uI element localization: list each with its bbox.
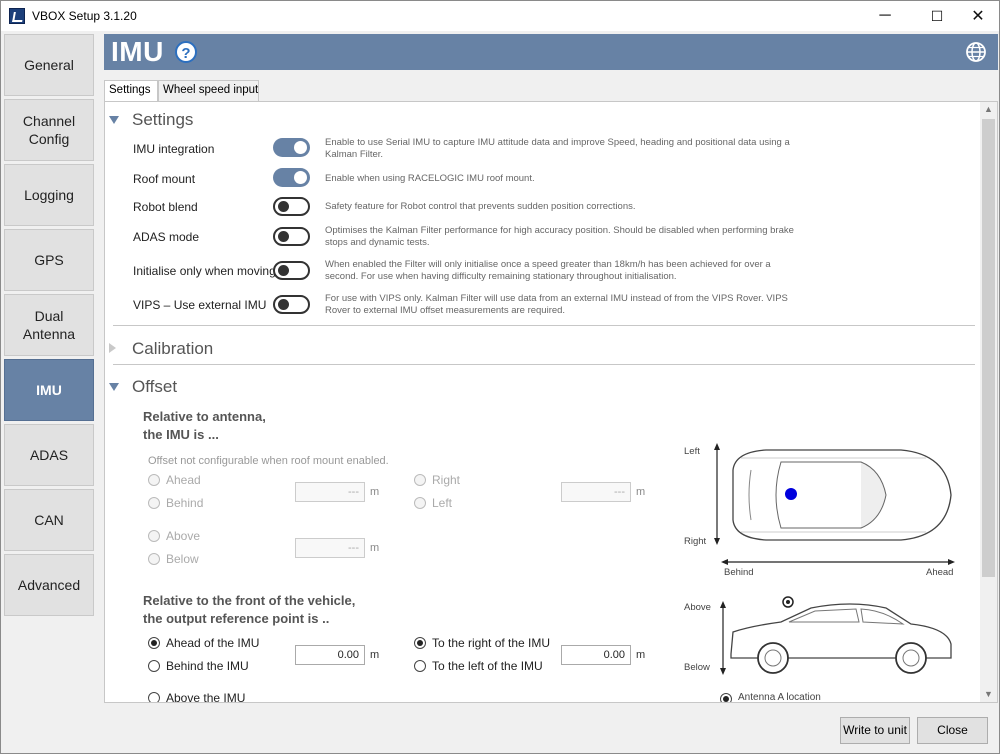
radio-label: To the right of the IMU	[432, 636, 551, 650]
roof-mount-toggle[interactable]	[273, 168, 310, 187]
minimize-button[interactable]: ─	[879, 7, 891, 24]
scroll-up-icon[interactable]: ▲	[984, 104, 993, 114]
radio-label: To the left of the IMU	[432, 659, 543, 673]
roof-mount-desc: Enable when using RACELOGIC IMU roof mou…	[325, 173, 535, 184]
vertical-scrollbar[interactable]: ▲ ▼	[980, 102, 997, 702]
roof-mount-label: Roof mount	[133, 172, 196, 186]
globe-icon[interactable]	[966, 42, 986, 62]
nav-gps[interactable]: GPS	[4, 229, 94, 291]
unit-label: m	[370, 542, 380, 554]
nav-adas[interactable]: ADAS	[4, 424, 94, 486]
adas-mode-desc: Optimises the Kalman Filter performance …	[325, 225, 794, 248]
close-button[interactable]: Close	[917, 717, 988, 744]
reference-heading-line2: the output reference point is ..	[143, 611, 330, 626]
initialise-moving-desc: When enabled the Filter will only initia…	[325, 259, 771, 282]
nav-imu[interactable]: IMU	[4, 359, 94, 421]
antenna-heading-line2: the IMU is ...	[143, 427, 219, 442]
radio-label: Right	[432, 473, 461, 487]
adas-mode-toggle[interactable]	[273, 227, 310, 246]
roof-mount-note: Offset not configurable when roof mount …	[148, 455, 389, 467]
imu-integration-desc: Enable to use Serial IMU to capture IMU …	[325, 137, 790, 160]
nav-logging[interactable]: Logging	[4, 164, 94, 226]
diagram-right-label: Right	[684, 536, 707, 547]
unit-label: m	[370, 486, 380, 498]
nav-can[interactable]: CAN	[4, 489, 94, 551]
initialise-moving-toggle[interactable]	[273, 261, 310, 280]
vips-external-imu-toggle[interactable]	[273, 295, 310, 314]
close-window-button[interactable]: ✕	[971, 8, 985, 25]
robot-blend-label: Robot blend	[133, 200, 198, 214]
radio-label: Ahead	[166, 473, 201, 487]
diagram-behind-label: Behind	[724, 567, 754, 578]
vips-external-imu-desc: For use with VIPS only. Kalman Filter wi…	[325, 293, 788, 316]
settings-section-title: Settings	[132, 110, 194, 129]
unit-label: m	[636, 649, 646, 661]
tab-settings[interactable]: Settings	[104, 80, 158, 102]
radio-label: Below	[166, 552, 199, 566]
robot-blend-toggle[interactable]	[273, 197, 310, 216]
nav-advanced[interactable]: Advanced	[4, 554, 94, 616]
title-bar: VBOX Setup 3.1.20 ─ ☐ ✕	[1, 1, 999, 31]
calibration-section-title: Calibration	[132, 339, 214, 358]
scroll-down-icon[interactable]: ▼	[984, 689, 993, 699]
nav-channel-config[interactable]: Channel Config	[4, 99, 94, 161]
diagram-below-label: Below	[684, 662, 710, 673]
unit-label: m	[370, 649, 380, 661]
radio-label: Behind	[166, 496, 204, 510]
tab-wheel-speed-input[interactable]: Wheel speed input	[158, 80, 259, 101]
right-left-offset-input[interactable]: 0.00	[561, 645, 631, 665]
diagram-ahead-label: Ahead	[926, 567, 954, 578]
radio-label: Left	[432, 496, 453, 510]
reference-heading-line1: Relative to the front of the vehicle,	[143, 593, 356, 608]
radio-label: Antenna A location	[738, 692, 821, 703]
collapse-arrow-icon	[109, 383, 119, 391]
divider	[113, 364, 975, 365]
scrollbar-thumb[interactable]	[982, 119, 995, 577]
car-top-view-diagram	[714, 443, 955, 565]
antenna-heading-line1: Relative to antenna,	[143, 409, 266, 424]
nav-dual-antenna[interactable]: Dual Antenna	[4, 294, 94, 356]
ahead-behind-offset-input[interactable]: 0.00	[295, 645, 365, 665]
offset-section-title: Offset	[132, 377, 178, 396]
antenna-right-left-input[interactable]: ---	[561, 482, 631, 502]
imu-integration-label: IMU integration	[133, 142, 215, 156]
antenna-ahead-behind-input[interactable]: ---	[295, 482, 365, 502]
imu-location-marker	[785, 488, 797, 500]
maximize-button[interactable]: ☐	[930, 7, 944, 24]
settings-panel: Settings IMU integration Enable to use S…	[104, 101, 998, 703]
adas-mode-label: ADAS mode	[133, 230, 200, 244]
help-icon[interactable]: ?	[175, 41, 197, 63]
app-icon	[9, 8, 25, 24]
vips-external-imu-label: VIPS – Use external IMU	[133, 298, 267, 312]
imu-integration-toggle[interactable]	[273, 138, 310, 157]
initialise-moving-label: Initialise only when moving	[133, 264, 276, 278]
diagram-above-label: Above	[684, 602, 711, 613]
nav-general[interactable]: General	[4, 34, 94, 96]
diagram-left-label: Left	[684, 446, 700, 457]
radio-label: Behind the IMU	[166, 659, 249, 673]
antenna-offset-heading: Relative to antenna, the IMU is ...	[143, 408, 266, 444]
radio-label: Above	[166, 529, 201, 543]
page-header: IMU ?	[104, 34, 998, 70]
write-to-unit-button[interactable]: Write to unit	[840, 717, 910, 744]
collapse-arrow-icon	[109, 116, 119, 124]
window-title: VBOX Setup 3.1.20	[32, 9, 137, 23]
reference-point-heading: Relative to the front of the vehicle, th…	[143, 592, 355, 628]
page-title: IMU	[111, 36, 164, 67]
robot-blend-desc: Safety feature for Robot control that pr…	[325, 201, 636, 212]
radio-label: Ahead of the IMU	[166, 636, 260, 650]
antenna-above-below-input[interactable]: ---	[295, 538, 365, 558]
divider	[113, 325, 975, 326]
radio-label: Above the IMU	[166, 691, 246, 703]
car-side-view-diagram	[720, 596, 952, 675]
expand-arrow-icon	[109, 343, 116, 353]
unit-label: m	[636, 486, 646, 498]
